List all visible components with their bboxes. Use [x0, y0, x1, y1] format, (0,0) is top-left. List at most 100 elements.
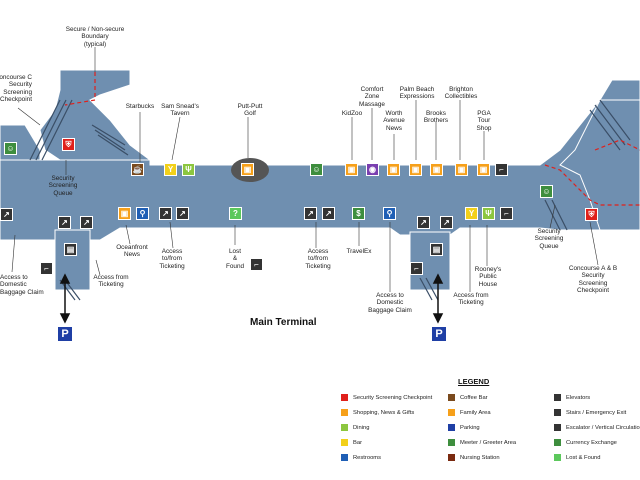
- shopping-icon: ▣: [477, 163, 490, 176]
- legend-item-label: Lost & Found: [566, 455, 601, 462]
- stairs-icon: ⌐: [495, 163, 508, 176]
- shopping-icon: ▣: [241, 163, 254, 176]
- escalator-icon: ↗: [58, 216, 71, 229]
- brooks-brothers-label: Brooks Brothers: [423, 110, 449, 125]
- ticketing-left-label: Access to/from Ticketing: [159, 248, 185, 270]
- restroom-icon: ⚲: [136, 207, 149, 220]
- access-ticketing-right-label: Access from Ticketing: [453, 292, 489, 307]
- bar-icon: Y: [164, 163, 177, 176]
- sam-sneads-label: Sam Snead's Tavern: [161, 103, 199, 118]
- legend-item: Family Area: [447, 408, 491, 418]
- escalator-icon: ↗: [304, 207, 317, 220]
- brighton-label: Brighton Collectibles: [444, 86, 478, 101]
- stairs-icon: ⌐: [250, 258, 263, 271]
- legend-item: Lost & Found: [553, 453, 600, 463]
- putt-putt-label: Putt-Putt Golf: [237, 103, 263, 118]
- parking-icon: P: [57, 326, 73, 342]
- legend-item: Currency Exchange: [553, 438, 617, 448]
- dining-icon: Ψ: [182, 163, 195, 176]
- legend-item: Coffee Bar: [447, 393, 488, 403]
- legend-item: Meeter / Greeter Area: [447, 438, 516, 448]
- shopping-icon: ▣: [409, 163, 422, 176]
- escalator-icon: ↗: [80, 216, 93, 229]
- worth-avenue-label: Worth Avenue News: [383, 110, 405, 132]
- ticketing-mid-label: Access to/from Ticketing: [305, 248, 331, 270]
- greeter-icon: ☺: [4, 142, 17, 155]
- stairs-icon: ⌐: [40, 262, 53, 275]
- greeter-icon: ☺: [310, 163, 323, 176]
- legend-item-label: Meeter / Greeter Area: [460, 440, 517, 447]
- escalator-icon: ↗: [417, 216, 430, 229]
- greeter-icon: ☺: [540, 185, 553, 198]
- currency-icon: $: [352, 207, 365, 220]
- restroom-icon: [340, 453, 349, 462]
- oceanfront-news-label: Oceanfront News: [116, 244, 148, 259]
- legend-item: Elevators: [553, 393, 590, 403]
- restroom-icon: ⚲: [383, 207, 396, 220]
- shopping-icon: ▣: [387, 163, 400, 176]
- travelex-label: TravelEx: [346, 248, 372, 255]
- shopping-icon: [340, 408, 349, 417]
- massage-icon: ◉: [366, 163, 379, 176]
- access-ticketing-left-label: Access from Ticketing: [93, 274, 129, 289]
- legend-item: Dining: [340, 423, 369, 433]
- legend-item: Restrooms: [340, 453, 381, 463]
- dining-icon: [340, 423, 349, 432]
- main-terminal-title: Main Terminal: [250, 317, 317, 328]
- pga-tour-shop-label: PGA Tour Shop: [476, 110, 492, 132]
- boundary-label: Secure / Non-secure Boundary (typical): [65, 26, 125, 48]
- elevator-icon: ▤: [430, 243, 443, 256]
- concourse-ab-label: Concourse A & B Security Screening Check…: [568, 265, 618, 295]
- parking-arrows: [59, 273, 444, 324]
- stairs-icon: ⌐: [410, 262, 423, 275]
- security-queue-right-label: Security Screening Queue: [534, 228, 564, 250]
- escalator-icon: ↗: [322, 207, 335, 220]
- secure-boundary: [64, 72, 640, 206]
- legend-item-label: Bar: [353, 440, 363, 447]
- shopping-icon: ▣: [118, 207, 131, 220]
- elevator-icon: [553, 393, 562, 402]
- stairs-icon: ⌐: [500, 207, 513, 220]
- legend-item: Stairs / Emergency Exit: [553, 408, 626, 418]
- palm-beach-label: Palm Beach Expressions: [399, 86, 435, 101]
- lost-found-label: Lost & Found: [225, 248, 245, 270]
- coffee-icon: [447, 393, 456, 402]
- stairs-icon: [553, 408, 562, 417]
- shopping-icon: ▣: [345, 163, 358, 176]
- parking-icon: P: [431, 326, 447, 342]
- legend-item: Escalator / Vertical Circulation: [553, 423, 640, 433]
- family-icon: [447, 408, 456, 417]
- legend-item-label: Shopping, News & Gifts: [353, 410, 415, 417]
- legend-item: Security Screening Checkpoint: [340, 393, 432, 403]
- nursing-icon: [447, 453, 456, 462]
- legend-item: Shopping, News & Gifts: [340, 408, 414, 418]
- escalator-icon: ↗: [159, 207, 172, 220]
- legend-item-label: Currency Exchange: [566, 440, 617, 447]
- lost-found-icon: [553, 453, 562, 462]
- lost-found-icon: ?: [229, 207, 242, 220]
- legend-item: Parking: [447, 423, 480, 433]
- security-queue-left-label: Security Screening Queue: [48, 175, 78, 197]
- greeter-icon: [447, 438, 456, 447]
- dining-icon: Ψ: [482, 207, 495, 220]
- legend-item-label: Security Screening Checkpoint: [353, 395, 433, 402]
- legend-item-label: Parking: [460, 425, 480, 432]
- bar-icon: Y: [465, 207, 478, 220]
- escalator-icon: [553, 423, 562, 432]
- rooneys-label: Rooney's Public House: [474, 266, 502, 288]
- escalator-icon: ↗: [440, 216, 453, 229]
- legend-item-label: Nursing Station: [460, 455, 500, 462]
- leader-lines: [11, 47, 599, 292]
- legend-title: LEGEND: [458, 377, 490, 386]
- legend-item-label: Elevators: [566, 395, 591, 402]
- escalator-icon: ↗: [176, 207, 189, 220]
- comfort-zone-label: Comfort Zone Massage: [359, 86, 385, 108]
- baggage-left-label: Access to Domestic Baggage Claim: [0, 274, 44, 296]
- security-checkpoint-icon: ⛨: [62, 138, 75, 151]
- bar-icon: [340, 438, 349, 447]
- elevator-icon: ▤: [64, 243, 77, 256]
- shopping-icon: ▣: [430, 163, 443, 176]
- legend-item: Nursing Station: [447, 453, 500, 463]
- legend-item-label: Coffee Bar: [460, 395, 488, 402]
- baggage-mid-label: Access to Domestic Baggage Claim: [368, 292, 412, 314]
